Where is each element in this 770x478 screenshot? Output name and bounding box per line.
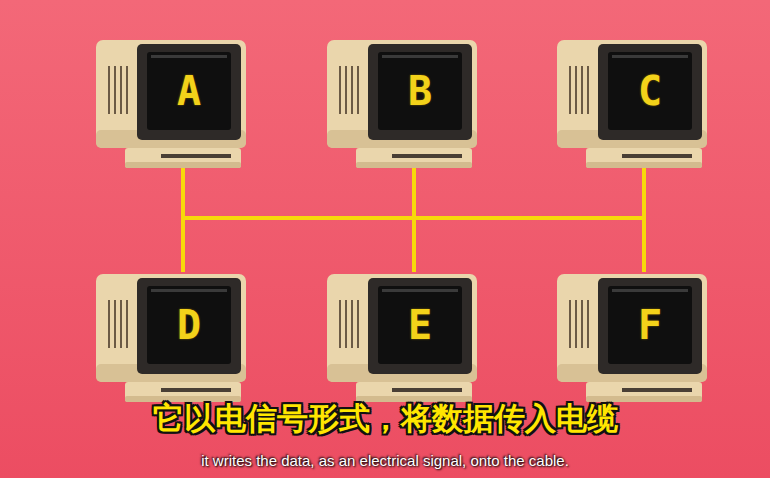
network-cable — [414, 168, 644, 218]
computer-icon — [326, 272, 481, 404]
computer-icon — [95, 272, 250, 404]
subtitle-english: it writes the data, as an electrical sig… — [0, 452, 770, 469]
computer-icon — [556, 38, 711, 170]
screen-letter: F — [608, 286, 692, 364]
screen-letter: E — [378, 286, 462, 364]
computer-icon — [326, 38, 481, 170]
network-cable — [414, 218, 644, 272]
computer-icon — [556, 272, 711, 404]
computer-icon — [95, 38, 250, 170]
network-cable — [183, 168, 414, 218]
network-cable — [414, 168, 644, 272]
network-cable — [414, 168, 644, 272]
computer: D — [95, 272, 250, 404]
computer: B — [326, 38, 481, 170]
subtitle-chinese: 它以电信号形式，将数据传入电缆 — [0, 398, 770, 440]
network-cable — [183, 218, 414, 272]
computer: C — [556, 38, 711, 170]
screen-letter: D — [147, 286, 231, 364]
screen-letter: B — [378, 52, 462, 130]
computer: A — [95, 38, 250, 170]
computer: F — [556, 272, 711, 404]
screen-letter: C — [608, 52, 692, 130]
computer: E — [326, 272, 481, 404]
network-cable — [183, 168, 644, 272]
network-cable — [183, 168, 644, 272]
screen-letter: A — [147, 52, 231, 130]
network-cable — [183, 218, 644, 272]
